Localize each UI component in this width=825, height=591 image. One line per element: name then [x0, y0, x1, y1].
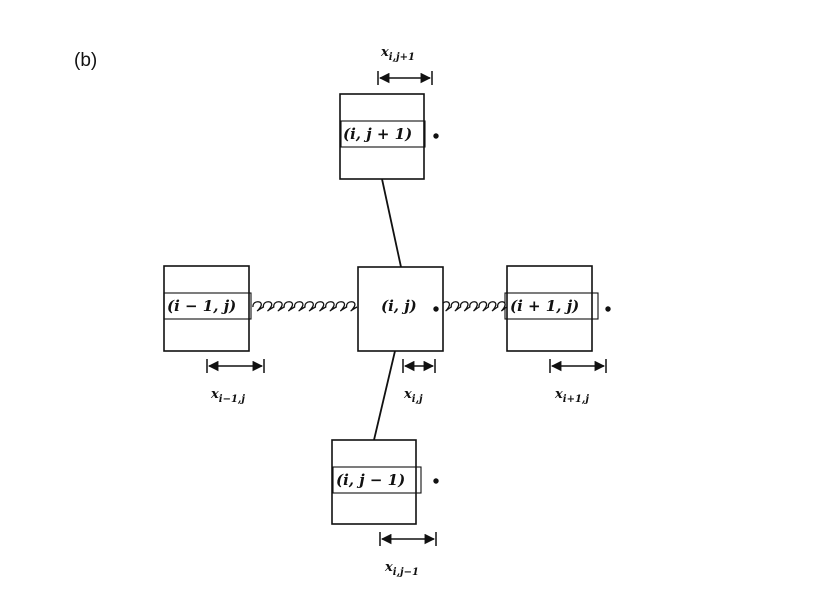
dim-arrow-bottom [379, 532, 437, 546]
particle-dot-bottom [433, 478, 439, 484]
node-center: (i, j) [357, 266, 444, 352]
particle-dot-right [605, 306, 611, 312]
node-label-bottom: (i, j − 1) [336, 471, 405, 489]
particle-dot-top [433, 133, 439, 139]
node-label-right: (i + 1, j) [510, 297, 579, 315]
node-left: (i − 1, j) [163, 265, 252, 352]
node-top: (i, j + 1) [339, 93, 439, 180]
node-bottom: (i, j − 1) [331, 439, 439, 525]
dim-label-bottom: xi,j−1 [384, 560, 419, 578]
particle-dot-center [433, 306, 439, 312]
rod-bottom [373, 350, 396, 441]
dim-label-right: xi+1,j [554, 387, 589, 405]
dim-arrow-right [549, 359, 607, 373]
spring-left [252, 301, 358, 312]
rod-top [381, 178, 402, 268]
dim-label-top: xi,j+1 [380, 45, 415, 63]
dim-label-center: xi,j [403, 387, 423, 405]
dim-arrow-center [402, 359, 436, 373]
node-label-left: (i − 1, j) [167, 297, 236, 315]
dim-arrow-left [206, 359, 265, 373]
spring-right [441, 301, 508, 312]
dim-arrow-top [377, 71, 433, 85]
node-label-center: (i, j) [381, 297, 417, 315]
node-label-top: (i, j + 1) [343, 125, 412, 143]
panel-label: (b) [74, 50, 98, 71]
dim-label-left: xi−1,j [210, 387, 245, 405]
node-right: (i + 1, j) [504, 265, 611, 352]
